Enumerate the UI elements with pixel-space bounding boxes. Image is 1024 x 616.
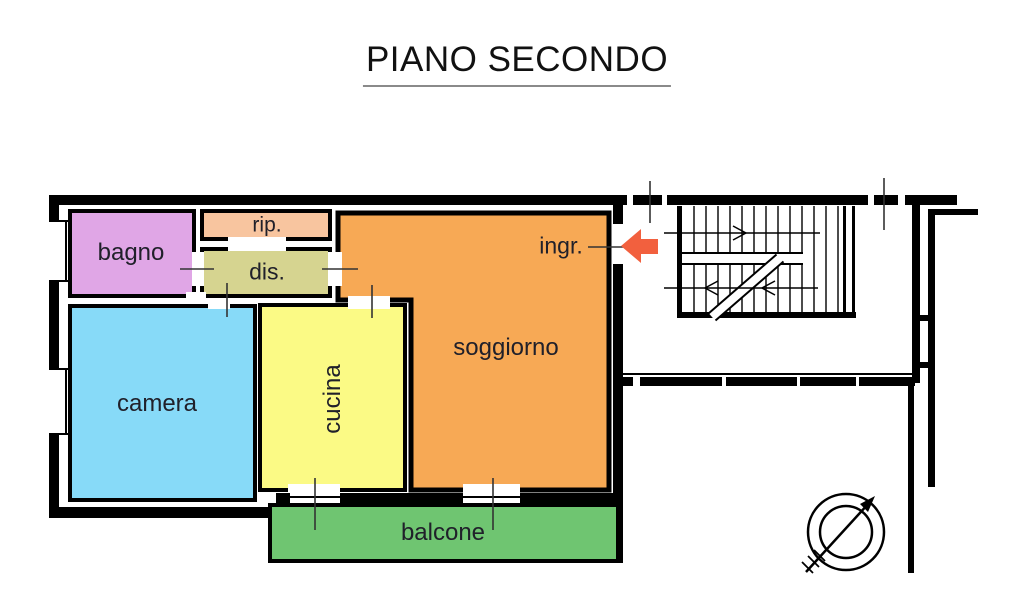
stair-direction-up-arrow bbox=[664, 225, 820, 241]
stairwell-right-wall bbox=[912, 205, 920, 383]
room-soggiorno bbox=[335, 210, 612, 493]
stair-side-wall bbox=[843, 206, 855, 312]
north-arrow-compass-icon bbox=[801, 492, 886, 574]
door-opening-cucina bbox=[348, 296, 390, 309]
wall-bottom bbox=[49, 507, 276, 518]
wall-connector bbox=[912, 315, 935, 321]
room-cucina bbox=[258, 303, 407, 492]
door-sill bbox=[288, 222, 623, 498]
outer-wall-stub bbox=[928, 209, 978, 215]
wall-left bbox=[49, 434, 59, 518]
door-opening-rip bbox=[228, 237, 286, 251]
window-band bbox=[726, 377, 797, 386]
room-camera bbox=[68, 304, 257, 502]
stair-break-lines bbox=[707, 253, 785, 322]
window-band bbox=[800, 377, 856, 386]
label-rip: rip. bbox=[252, 213, 282, 237]
label-cucina: cucina bbox=[319, 364, 346, 434]
wall-right bbox=[617, 510, 623, 563]
wall-bottom bbox=[520, 493, 622, 503]
window-band bbox=[859, 377, 915, 386]
wall-bottom bbox=[276, 493, 290, 503]
window-band bbox=[618, 377, 633, 386]
label-soggiorno: soggiorno bbox=[453, 334, 559, 361]
door-opening-camera bbox=[208, 302, 230, 309]
wall-top bbox=[667, 195, 868, 205]
wall-top bbox=[633, 195, 662, 205]
outer-right-wall bbox=[928, 209, 935, 487]
label-bagno: bagno bbox=[97, 239, 165, 266]
wall-left bbox=[49, 195, 59, 222]
wall-top bbox=[49, 195, 627, 205]
door-opening-cucina-balcone bbox=[288, 484, 340, 493]
staircase-symbol bbox=[664, 206, 855, 322]
wall-connector bbox=[912, 362, 935, 368]
wall-top bbox=[905, 195, 957, 205]
door-tick-marks bbox=[180, 178, 885, 530]
stair-direction-down-arrow bbox=[664, 280, 818, 296]
label-dis: dis. bbox=[249, 258, 285, 285]
page-title: PIANO SECONDO bbox=[362, 40, 672, 87]
wall-top bbox=[874, 195, 898, 205]
stair-wall bbox=[677, 206, 682, 317]
wall-left bbox=[49, 281, 59, 370]
label-ingresso: ingr. bbox=[539, 232, 583, 259]
door-opening-dis-camera bbox=[186, 292, 206, 300]
window-band-line bbox=[618, 373, 915, 375]
stair-wall bbox=[677, 312, 856, 318]
wall-right bbox=[613, 265, 623, 510]
label-balcone: balcone bbox=[400, 519, 486, 546]
wall-right bbox=[613, 205, 623, 223]
door-opening-soggiorno-balcone bbox=[463, 484, 520, 493]
entrance-arrow-icon bbox=[621, 229, 658, 263]
room-balcone bbox=[268, 503, 620, 563]
window-band bbox=[640, 377, 722, 386]
wall-bottom bbox=[340, 493, 463, 503]
courtyard-wall bbox=[908, 383, 914, 573]
window-icon bbox=[49, 220, 71, 435]
label-camera: camera bbox=[116, 390, 198, 417]
stair-landing-edges bbox=[682, 252, 803, 265]
